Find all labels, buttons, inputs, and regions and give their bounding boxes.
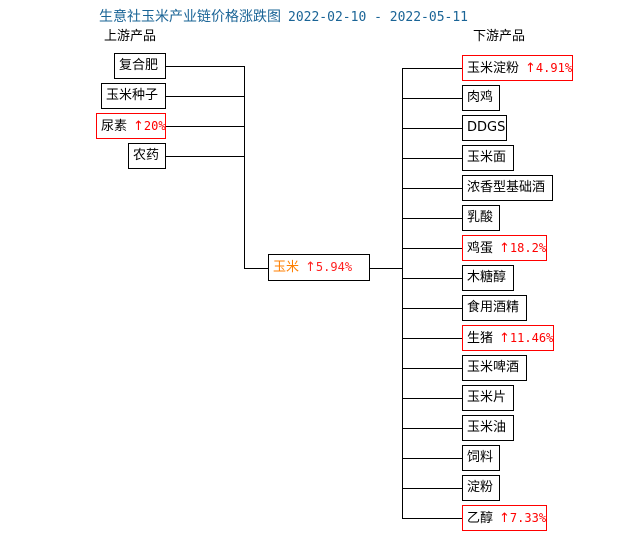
center-node-corn[interactable]: 玉米 ↑5.94% <box>268 254 370 281</box>
chart-title-main: 生意社玉米产业链价格涨跌图 <box>99 9 281 25</box>
node-label: 玉米啤酒 <box>467 360 520 375</box>
node-label: 农药 <box>133 148 160 163</box>
price-change-badge: ↑5.94% <box>305 260 353 275</box>
down-node-1[interactable]: 玉米淀粉 ↑4.91% <box>462 55 573 81</box>
node-label: 玉米面 <box>467 150 507 165</box>
connector-line-horizontal <box>402 458 462 459</box>
up-node-3[interactable]: 尿素 ↑20% <box>96 113 166 139</box>
connector-line-vertical <box>244 66 245 156</box>
arrow-up-icon: ↑ <box>499 331 510 346</box>
down-node-14[interactable]: 饲料 <box>462 445 500 471</box>
down-node-6[interactable]: 乳酸 <box>462 205 500 231</box>
connector-line-horizontal <box>402 128 462 129</box>
node-label: DDGS <box>467 120 506 135</box>
node-label: 玉米油 <box>467 420 507 435</box>
up-node-1[interactable]: 复合肥 <box>114 53 166 79</box>
connector-line-horizontal <box>402 278 462 279</box>
node-label: 生猪 <box>467 331 494 346</box>
up-node-2[interactable]: 玉米种子 <box>101 83 166 109</box>
price-change-badge: ↑11.46% <box>499 331 554 346</box>
down-node-10[interactable]: 生猪 ↑11.46% <box>462 325 554 351</box>
connector-line-horizontal <box>402 368 462 369</box>
connector-line-horizontal <box>370 268 402 269</box>
down-node-2[interactable]: 肉鸡 <box>462 85 500 111</box>
downstream-column-header: 下游产品 <box>473 29 526 44</box>
arrow-up-icon: ↑ <box>499 511 510 526</box>
connector-line-horizontal <box>402 488 462 489</box>
node-label: 淀粉 <box>467 480 494 495</box>
connector-line-vertical <box>244 156 245 268</box>
down-node-8[interactable]: 木糖醇 <box>462 265 514 291</box>
node-label: 浓香型基础酒 <box>467 180 546 195</box>
down-node-4[interactable]: 玉米面 <box>462 145 514 171</box>
arrow-up-icon: ↑ <box>499 241 510 256</box>
connector-line-horizontal <box>166 96 244 97</box>
node-label: 玉米片 <box>467 390 507 405</box>
connector-line-horizontal <box>402 338 462 339</box>
percent-value: 4.91% <box>535 61 573 75</box>
center-node-label: 玉米 <box>273 260 300 275</box>
node-label: 乙醇 <box>467 511 494 526</box>
arrow-up-icon: ↑ <box>525 61 536 76</box>
node-label: 乳酸 <box>467 210 494 225</box>
price-change-badge: ↑20% <box>133 119 166 134</box>
price-change-badge: ↑7.33% <box>499 511 547 526</box>
down-node-9[interactable]: 食用酒精 <box>462 295 527 321</box>
chart-title: 生意社玉米产业链价格涨跌图 2022-02-10 - 2022-05-11 <box>99 9 468 26</box>
node-label: 玉米种子 <box>106 88 159 103</box>
connector-line-horizontal <box>166 66 244 67</box>
upstream-column-header: 上游产品 <box>104 29 157 44</box>
down-node-13[interactable]: 玉米油 <box>462 415 514 441</box>
down-node-11[interactable]: 玉米啤酒 <box>462 355 527 381</box>
price-change-badge: ↑18.2% <box>499 241 547 256</box>
chart-title-date-range: 2022-02-10 - 2022-05-11 <box>288 10 469 25</box>
percent-value: 18.2% <box>509 241 547 255</box>
down-node-16[interactable]: 乙醇 ↑7.33% <box>462 505 547 531</box>
connector-line-horizontal <box>402 248 462 249</box>
down-node-7[interactable]: 鸡蛋 ↑18.2% <box>462 235 547 261</box>
percent-value: 7.33% <box>509 511 547 525</box>
down-node-12[interactable]: 玉米片 <box>462 385 514 411</box>
connector-line-horizontal <box>402 518 462 519</box>
price-change-badge: ↑4.91% <box>525 61 573 76</box>
node-label: 饲料 <box>467 450 494 465</box>
percent-value: 20% <box>143 119 166 133</box>
node-label: 木糖醇 <box>467 270 507 285</box>
node-label: 肉鸡 <box>467 90 494 105</box>
connector-line-horizontal <box>244 268 268 269</box>
arrow-up-icon: ↑ <box>305 260 316 275</box>
node-label: 食用酒精 <box>467 300 520 315</box>
node-label: 复合肥 <box>119 58 159 73</box>
connector-line-horizontal <box>402 68 462 69</box>
connector-line-horizontal <box>402 428 462 429</box>
node-label: 鸡蛋 <box>467 241 494 256</box>
percent-value: 11.46% <box>509 331 554 345</box>
node-label: 玉米淀粉 <box>467 61 520 76</box>
connector-line-vertical <box>402 68 403 518</box>
down-node-15[interactable]: 淀粉 <box>462 475 500 501</box>
down-node-3[interactable]: DDGS <box>462 115 507 141</box>
node-label: 尿素 <box>101 119 128 134</box>
connector-line-horizontal <box>402 308 462 309</box>
connector-line-horizontal <box>402 188 462 189</box>
connector-line-horizontal <box>166 156 244 157</box>
connector-line-horizontal <box>402 218 462 219</box>
connector-line-horizontal <box>402 98 462 99</box>
connector-line-horizontal <box>166 126 244 127</box>
down-node-5[interactable]: 浓香型基础酒 <box>462 175 553 201</box>
connector-line-horizontal <box>402 398 462 399</box>
percent-value: 5.94% <box>315 260 353 274</box>
connector-line-horizontal <box>402 158 462 159</box>
arrow-up-icon: ↑ <box>133 119 144 134</box>
up-node-4[interactable]: 农药 <box>128 143 166 169</box>
